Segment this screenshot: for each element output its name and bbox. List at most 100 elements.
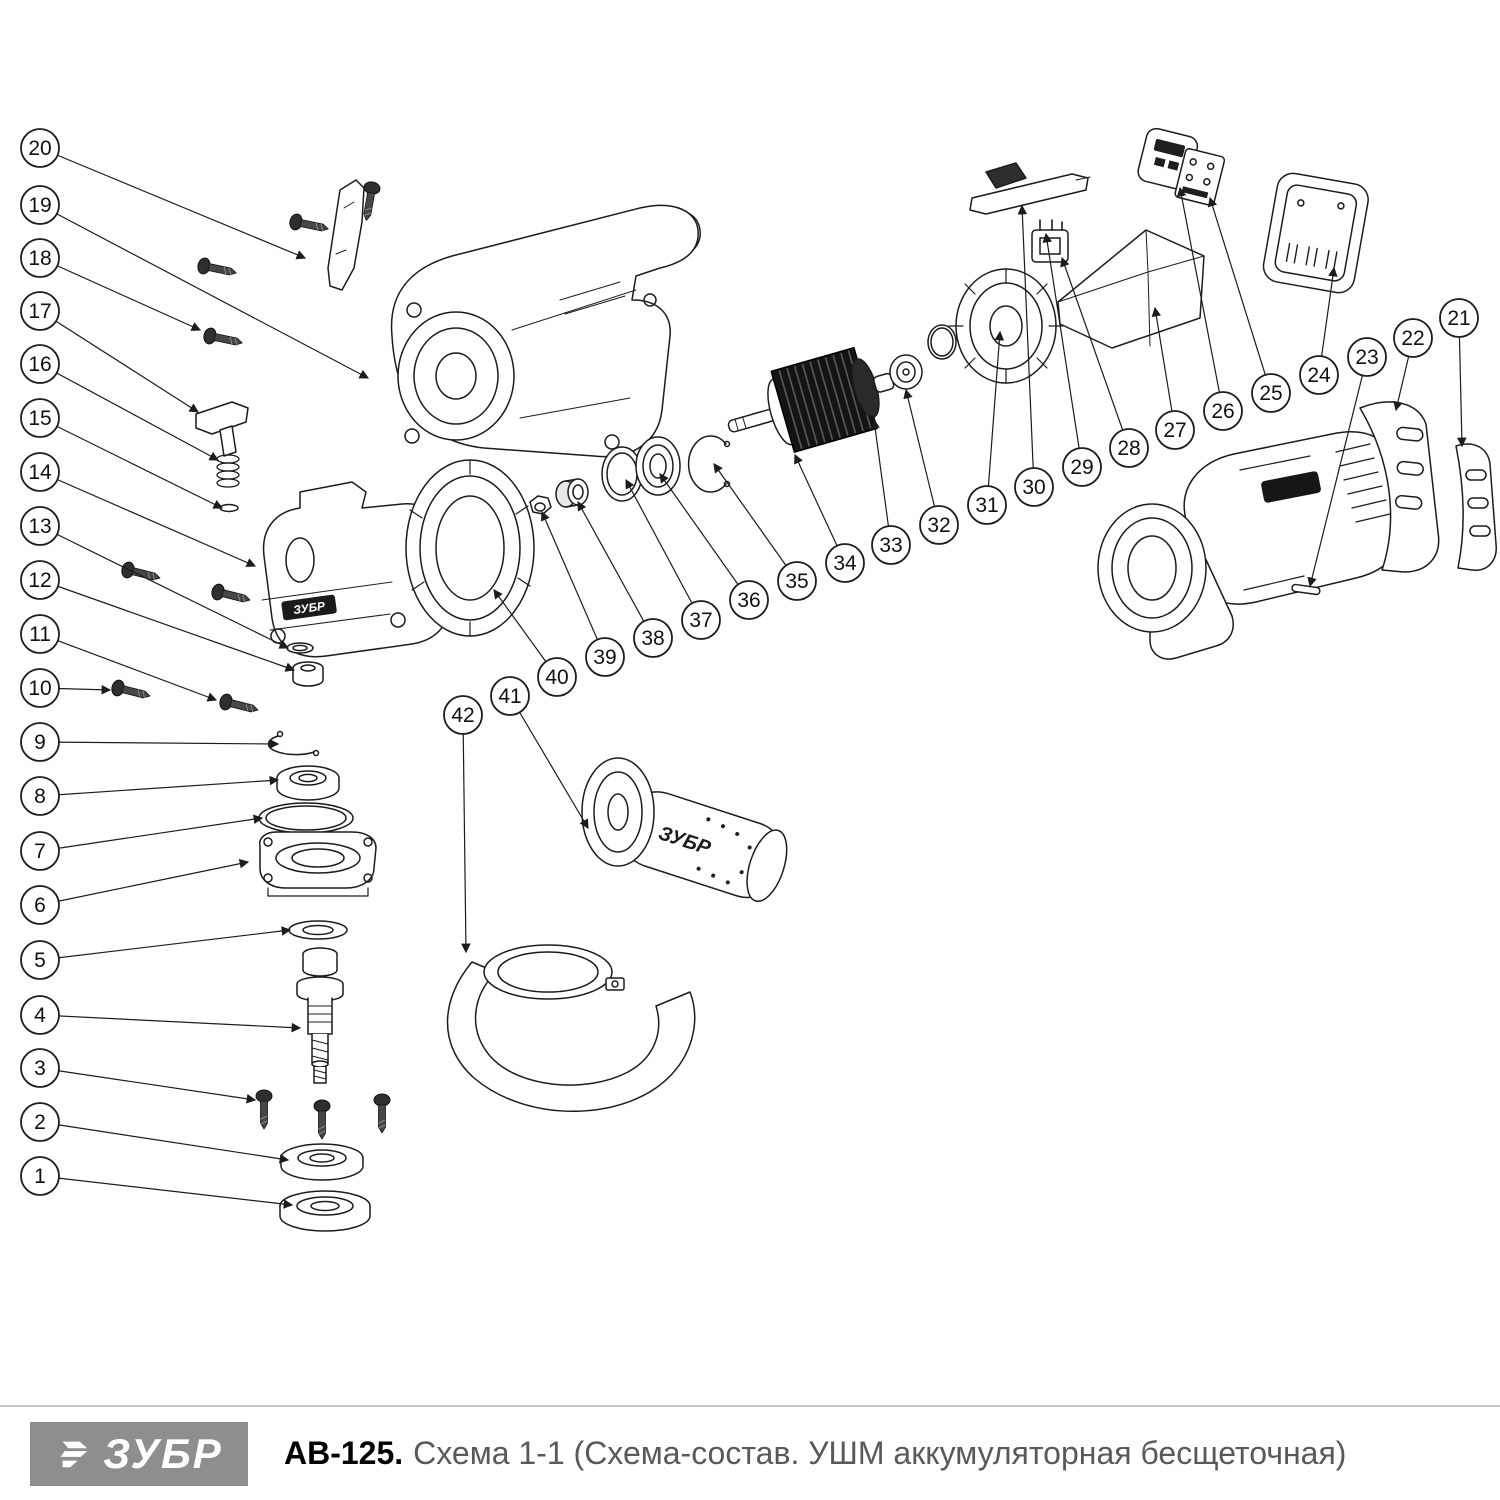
spacer-sleeve: [555, 478, 589, 508]
callout-circle-13: [20, 506, 60, 546]
callout-41: 41: [490, 676, 589, 830]
callout-number-35: 35: [785, 570, 808, 593]
callout-4: 4: [20, 995, 302, 1035]
callout-6: 6: [20, 858, 250, 925]
callout-21: 21: [1439, 298, 1479, 448]
motor-housing-front-half: [390, 204, 699, 458]
callout-number-34: 34: [833, 552, 857, 575]
callout-circle-5: [20, 940, 60, 980]
callout-9: 9: [20, 722, 280, 762]
diagram-title: АВ-125.Схема 1-1 (Схема-состав. УШМ акку…: [284, 1435, 1346, 1472]
callout-circle-30: [1014, 467, 1054, 507]
callout-circle-17: [20, 291, 60, 331]
callout-number-10: 10: [28, 677, 51, 700]
callout-number-37: 37: [689, 609, 712, 632]
callout-number-7: 7: [34, 840, 46, 863]
wheel-guard: [446, 944, 696, 1112]
callout-3: 3: [20, 1048, 257, 1104]
circlip: [687, 435, 731, 493]
model-number: АВ-125.: [284, 1435, 404, 1471]
callout-circle-10: [20, 668, 60, 708]
callout-30: 30: [1014, 204, 1054, 507]
callout-circle-32: [919, 505, 959, 545]
callout-17: 17: [20, 291, 200, 413]
callout-circle-18: [20, 238, 60, 278]
spindle-shaft: [296, 947, 344, 1084]
callout-number-28: 28: [1117, 437, 1140, 460]
gearhead-brand-label: ЗУБР: [292, 599, 327, 617]
callout-number-4: 4: [34, 1004, 46, 1027]
rotor-assembly: [727, 346, 895, 453]
callout-number-11: 11: [29, 623, 51, 646]
callout-18: 18: [20, 238, 202, 331]
callout-35: 35: [713, 463, 817, 601]
callout-circle-16: [20, 344, 60, 384]
callout-number-42: 42: [451, 704, 474, 727]
callout-28: 28: [1060, 256, 1149, 468]
callout-number-24: 24: [1307, 364, 1331, 387]
spindle-stack: [109, 560, 391, 1232]
callout-circle-9: [20, 722, 60, 762]
callout-circle-39: [585, 637, 625, 677]
callout-circle-38: [633, 618, 673, 658]
o-ring: [927, 324, 957, 360]
callout-circle-7: [20, 831, 60, 871]
battery-cover: [1455, 443, 1497, 571]
callout-circle-35: [777, 561, 817, 601]
callout-circle-42: [443, 695, 483, 735]
ball-bearing-front: [635, 436, 681, 496]
callout-22: 22: [1393, 318, 1433, 412]
diagram-canvas: ЗУБР: [20, 127, 1497, 1232]
brand-name: ЗУБР: [103, 1429, 223, 1477]
callout-1: 1: [20, 1156, 294, 1209]
callout-31: 31: [967, 330, 1007, 525]
callout-number-6: 6: [34, 894, 46, 917]
zubr-logo-icon: [60, 1441, 88, 1467]
callout-8: 8: [20, 775, 280, 816]
callout-number-30: 30: [1022, 476, 1045, 499]
battery-frame: [1262, 172, 1369, 294]
indicator-board: [1174, 147, 1226, 206]
callout-13: 13: [20, 506, 290, 649]
callout-circle-31: [967, 485, 1007, 525]
callout-36: 36: [659, 473, 769, 620]
callout-number-3: 3: [34, 1057, 46, 1080]
callout-number-2: 2: [34, 1111, 46, 1134]
spindle-nut: [529, 495, 552, 515]
callout-circle-15: [20, 398, 60, 438]
callout-37: 37: [625, 478, 721, 640]
callout-number-40: 40: [545, 666, 568, 689]
callout-number-8: 8: [34, 785, 46, 808]
switch-contact-block: [1031, 219, 1069, 263]
flange-plate: [258, 831, 377, 889]
callout-number-13: 13: [28, 515, 51, 538]
callout-number-33: 33: [879, 534, 902, 557]
callout-26: 26: [1176, 186, 1243, 431]
callout-19: 19: [20, 185, 370, 379]
callout-number-12: 12: [28, 569, 51, 592]
callout-number-20: 20: [28, 137, 51, 160]
callout-number-9: 9: [34, 731, 46, 754]
callout-24: 24: [1299, 266, 1339, 395]
callout-number-14: 14: [28, 461, 52, 484]
callout-layer: 1234567891011121314151617181920212223242…: [20, 128, 1479, 1209]
callout-circle-28: [1109, 428, 1149, 468]
callout-number-26: 26: [1211, 400, 1234, 423]
callout-circle-19: [20, 185, 60, 225]
callout-10: 10: [20, 668, 112, 708]
callout-circle-21: [1439, 298, 1479, 338]
callout-number-16: 16: [28, 353, 51, 376]
callout-32: 32: [903, 388, 959, 545]
side-handle: ЗУБР: [581, 757, 788, 903]
callout-circle-41: [490, 676, 530, 716]
callout-2: 2: [20, 1102, 290, 1164]
bearing-support-ring: [948, 268, 1064, 384]
callout-number-41: 41: [498, 685, 521, 708]
callout-circle-1: [20, 1156, 60, 1196]
callout-circle-40: [537, 657, 577, 697]
callout-circle-29: [1062, 447, 1102, 487]
callout-7: 7: [20, 814, 264, 871]
mounting-bracket: [327, 179, 365, 291]
battery-compartment: [1057, 229, 1205, 349]
